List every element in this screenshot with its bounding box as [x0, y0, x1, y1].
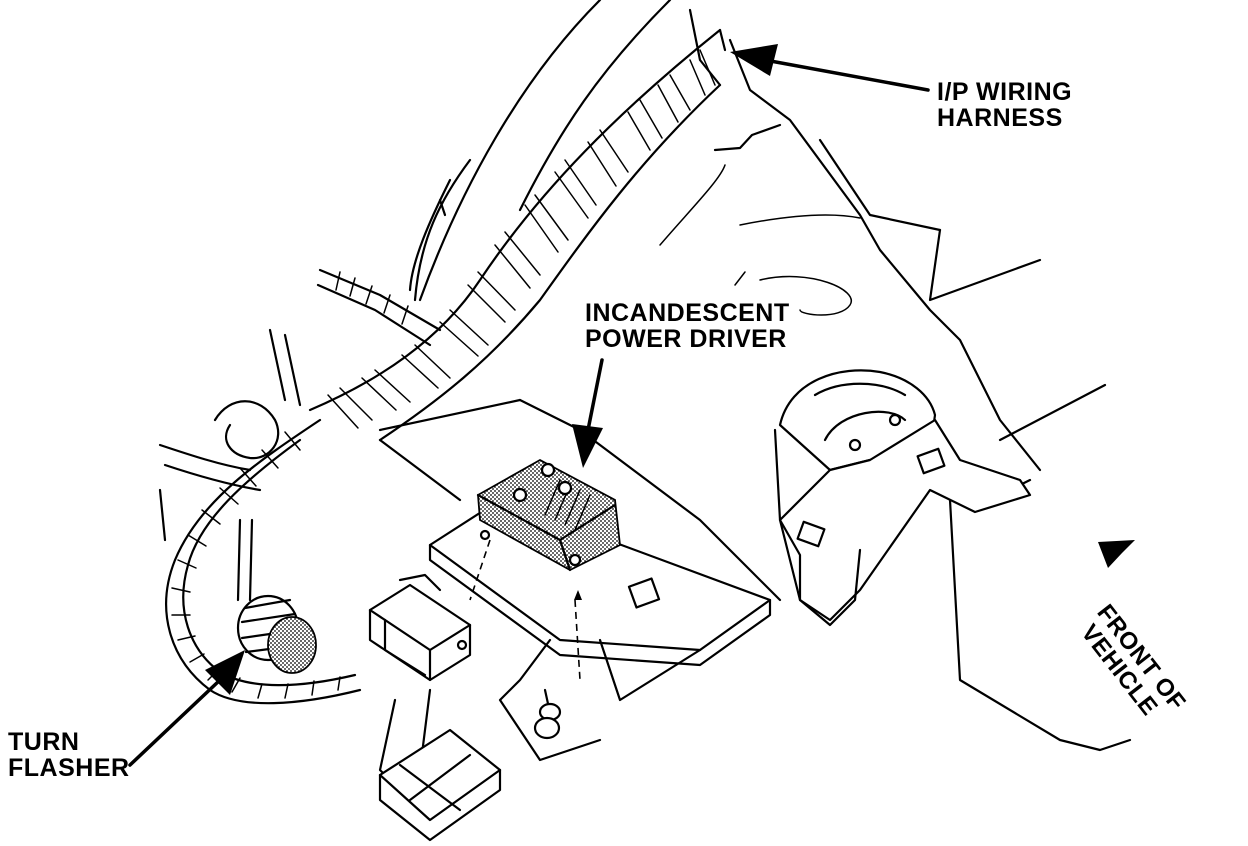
arrow-head-flasher	[205, 650, 245, 695]
ip-wiring-harness	[308, 8, 727, 442]
incandescent-power-driver	[476, 458, 621, 600]
callout-arrows	[128, 44, 1135, 767]
flasher-harness	[158, 328, 362, 705]
dash-panel-outline	[418, 0, 1132, 752]
column-bracket	[773, 369, 1032, 627]
front-of-vehicle-arrow	[1098, 540, 1135, 568]
turn-flasher-label: TURN FLASHER	[8, 728, 130, 782]
connector-pedal	[368, 573, 502, 842]
turn-flasher	[236, 594, 317, 674]
incandescent-power-driver-label: INCANDESCENT POWER DRIVER	[585, 299, 790, 353]
arrow-head-harness	[730, 44, 778, 76]
arrow-head-driver	[572, 424, 603, 468]
ip-wiring-harness-label: I/P WIRING HARNESS	[937, 78, 1073, 132]
